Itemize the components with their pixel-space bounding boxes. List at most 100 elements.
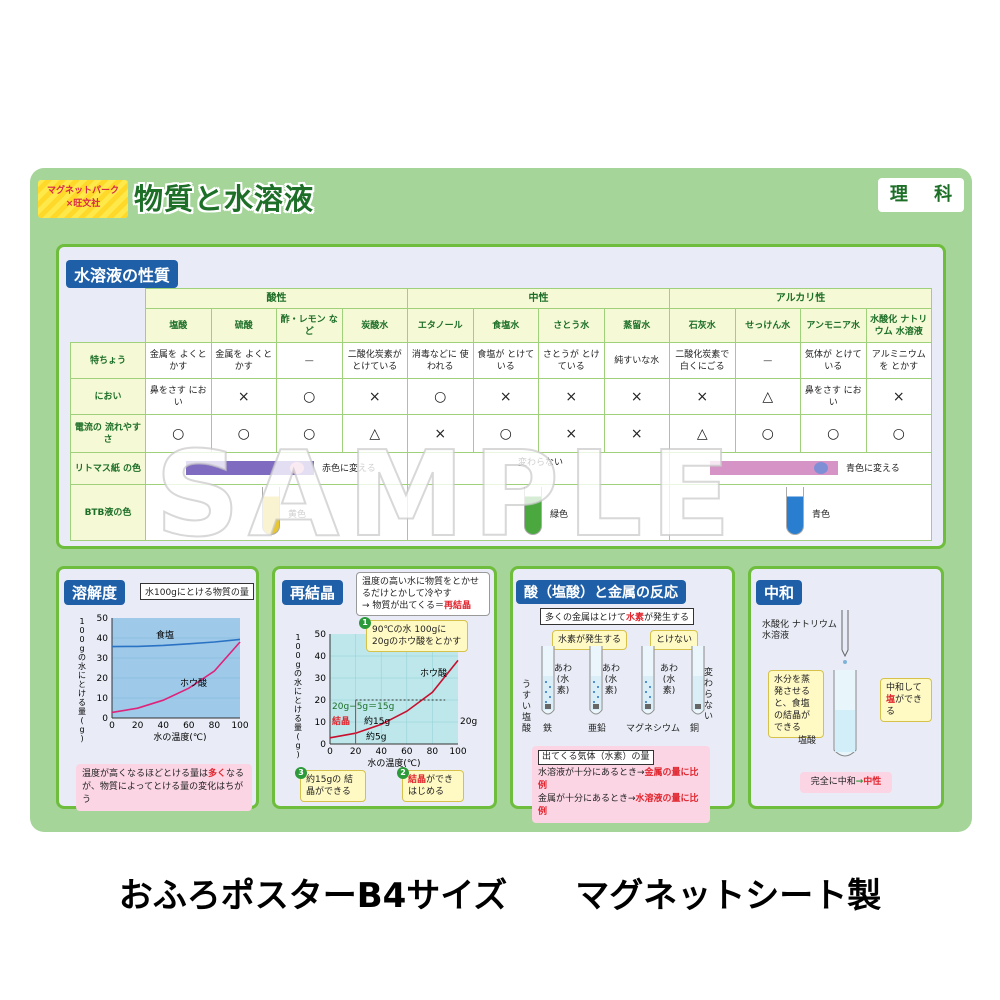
btb-color: 青色	[812, 510, 831, 520]
y-axis-label-char: け	[294, 705, 302, 714]
step1-number: 1	[359, 617, 371, 629]
table-cell: 消毒などに 使われる	[407, 342, 474, 379]
x-tick-label: 20	[132, 721, 144, 731]
bubble	[645, 701, 647, 703]
plot-area	[112, 618, 240, 718]
row-header: リトマス紙 の色	[70, 452, 146, 485]
salt-prefix: 中和して	[886, 683, 922, 693]
y-tick-label: 40	[315, 652, 327, 662]
x-axis-label: 水の温度(℃)	[153, 731, 206, 743]
bubble	[597, 686, 599, 688]
table-cell: 鼻をさす におい	[145, 378, 212, 415]
g20-label: 20g	[460, 717, 477, 727]
bubble	[549, 696, 551, 698]
y-axis-label-char: 0	[295, 642, 300, 651]
y-axis-label-char: )	[80, 734, 83, 743]
metal-iron: 鉄	[543, 724, 553, 734]
y-tick-label: 30	[315, 674, 327, 684]
y-axis-label-char: g	[295, 660, 300, 669]
droplet	[843, 660, 847, 664]
metal-piece	[645, 704, 651, 709]
x-tick-label: 80	[209, 721, 221, 731]
y-axis-label-char: 0	[79, 626, 84, 635]
neutral-diagram	[833, 610, 857, 757]
btb-cell: 緑色	[407, 484, 670, 541]
subtitle-red: 水素	[626, 613, 645, 623]
solubility-title: 溶解度	[64, 580, 126, 605]
salt-red: 塩	[886, 695, 896, 705]
bubble-label-2: あわ (水素)	[601, 664, 620, 696]
plot-area	[330, 634, 458, 744]
metal-copper: 銅	[690, 724, 700, 734]
table-row: リトマス紙 の色赤色に変える変わらない青色に変える	[70, 452, 932, 485]
table-cell: 鼻をさす におい	[800, 378, 867, 415]
y-tick-label: 50	[315, 630, 327, 640]
table-corner	[71, 309, 146, 343]
y-tick-label: 10	[97, 694, 109, 704]
boric-label: ホウ酸	[180, 678, 207, 689]
table-cell: ○	[210, 414, 277, 453]
x-axis-label: 水の温度(℃)	[367, 757, 420, 768]
note-suffix: なるが、物質によってとける量の変化はちがう	[82, 769, 245, 805]
gas-title: 出てくる気体（水素）の量	[538, 750, 654, 765]
y-tick-label: 20	[315, 696, 327, 706]
acid-liquid	[693, 676, 703, 710]
litmus-strip	[710, 461, 838, 475]
row-header: におい	[70, 378, 146, 415]
result-red: 中性	[863, 777, 882, 787]
x-tick-label: 40	[157, 721, 169, 731]
table-cell: ×	[210, 378, 277, 415]
solubility-note: 温度が高くなるほどとける量は多くなるが、物質によってとける量の変化はちがう	[76, 764, 252, 811]
y-axis-label-char: 水	[78, 661, 86, 671]
y-axis-label-char: )	[296, 750, 299, 759]
y-axis-label-char: (	[80, 716, 83, 725]
brand-logo: マグネットパーク ×旺文社	[38, 180, 128, 218]
subtitle-suffix: が発生する	[644, 613, 690, 623]
y-tick-label: 0	[320, 740, 326, 750]
bubble-label-1: あわ (水素)	[553, 664, 572, 696]
recrystal-intro: 温度の高い水に物質をとかせるだけとかして冷やす → 物質が出てくる＝再結晶	[356, 572, 490, 616]
calc-label: 20g−5g＝15g	[332, 702, 394, 712]
acid-metal-diagram	[541, 646, 705, 715]
btb-cell: 青色	[669, 484, 932, 541]
step3-number: 3	[295, 767, 307, 779]
evaporate-note: 水分を蒸発させると、食塩の結晶ができる	[768, 670, 824, 738]
bubble	[593, 691, 595, 693]
bubble	[649, 696, 651, 698]
neutral-hcl-label: 塩酸	[798, 736, 817, 746]
intro-arrow: → 物質が出てくる＝	[362, 601, 444, 611]
table-cell: ×	[865, 378, 932, 415]
bubble	[645, 681, 647, 683]
btb-color: 黄色	[288, 510, 307, 520]
metal-piece	[545, 704, 551, 709]
table-cell: ×	[603, 378, 670, 415]
y-axis-label-char: 水	[294, 677, 302, 687]
step2-red: 結晶	[408, 775, 427, 785]
acid-liquid	[591, 676, 601, 710]
note-prefix: 温度が高くなるほどとける量は	[82, 769, 209, 779]
table-cell: 食塩が とけている	[472, 342, 539, 379]
table-cell: ○	[472, 414, 539, 453]
test-tube	[524, 487, 542, 535]
table-cell: △	[341, 414, 408, 453]
y-axis-label-char: g	[295, 741, 300, 750]
brand-line2: ×旺文社	[65, 199, 101, 209]
table-cell: △	[669, 414, 736, 453]
hcl-label: うすい 塩酸	[522, 680, 532, 734]
solution-header: 食塩水	[472, 308, 539, 343]
bubble	[649, 686, 651, 688]
table-row: 電流の 流れやすさ○○○△×○××△○○○	[70, 414, 932, 453]
table-cell: ×	[669, 378, 736, 415]
table-cell: ×	[407, 414, 474, 453]
bubble	[545, 681, 547, 683]
metal-piece	[695, 704, 701, 709]
table-cell: ×	[538, 378, 605, 415]
boric-curve	[329, 659, 459, 739]
subtitle-prefix: 多くの金属はとけて	[545, 613, 627, 623]
no-dissolve-label: とけない	[650, 630, 699, 650]
table-row: 特ちょう金属を よくとかす金属を よくとかす—二酸化炭素が とけている消毒などに…	[70, 342, 932, 379]
y-axis-label-char: 1	[295, 633, 300, 642]
bubble	[593, 681, 595, 683]
